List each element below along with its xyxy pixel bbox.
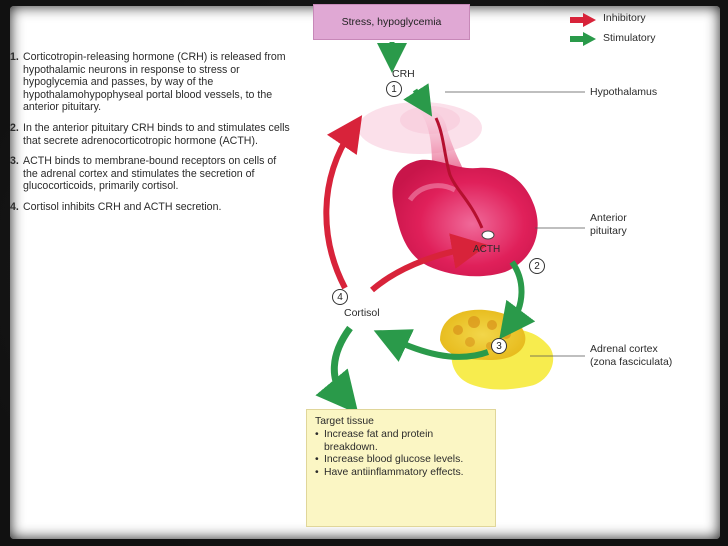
circled-number-1: 1 (386, 81, 402, 97)
circled-number-4: 4 (332, 289, 348, 305)
hypothalamus-label: Hypothalamus (590, 86, 658, 98)
crh-to-pituitary-arrow (403, 83, 433, 117)
target-item-text: Increase fat and protein breakdown. (324, 429, 434, 453)
stress-hypoglycemia-box: Stress, hypoglycemia (313, 4, 470, 40)
step-number: 1. (10, 51, 19, 63)
portal-vessel (434, 117, 484, 229)
step-text: In the anterior pituitary CRH binds to a… (23, 121, 290, 147)
adrenal-cortex-label: Adrenal cortex (zona fasciculata) (590, 343, 672, 368)
step-number: 3. (10, 155, 19, 168)
bullet: • (315, 466, 319, 478)
target-item: • Increase blood glucose levels. (315, 454, 487, 466)
steps-list: 1. Corticotropin-releasing hormone (CRH)… (10, 51, 292, 222)
stress-hypoglycemia-text: Stress, hypoglycemia (341, 16, 442, 28)
crh-label: CRH (392, 68, 415, 80)
target-tissue-box: Target tissue • Increase fat and protein… (306, 409, 496, 527)
acth-cell (481, 230, 495, 240)
anterior-pituitary-line-2: pituitary (590, 224, 627, 237)
legend-inhibitory-arrow (570, 13, 596, 27)
target-item-text: Have antiinflammatory effects. (324, 466, 464, 478)
step-2: 2. In the anterior pituitary CRH binds t… (10, 122, 292, 147)
step-text: Corticotropin-releasing hormone (CRH) is… (23, 51, 286, 114)
adrenal-cortex-line-2: (zona fasciculata) (590, 355, 673, 368)
target-item: • Increase fat and protein breakdown. (315, 429, 487, 454)
target-item-text: Increase blood glucose levels. (324, 454, 464, 466)
target-item: • Have antiinflammatory effects. (315, 467, 487, 479)
acth-to-adrenal-arrow (499, 260, 536, 340)
bullet: • (315, 429, 319, 441)
step-number: 4. (10, 200, 19, 213)
hypothalamus-shape (358, 102, 482, 154)
legend-stimulatory-arrow (570, 32, 596, 46)
anterior-pituitary-line-1: Anterior (590, 212, 627, 224)
step-number: 2. (10, 121, 19, 134)
adrenal-cortex-line-1: Adrenal cortex (590, 343, 658, 355)
step-text: Cortisol inhibits CRH and ACTH secretion… (23, 200, 222, 213)
circled-number-3: 3 (491, 338, 507, 354)
cortisol-inhibits-crh-arrow (323, 115, 363, 290)
cortisol-inhibits-acth-arrow (370, 233, 488, 293)
cortisol-to-target-arrow (315, 325, 359, 415)
anterior-pituitary-label: Anterior pituitary (590, 212, 627, 237)
step-4: 4. Cortisol inhibits CRH and ACTH secret… (10, 201, 292, 214)
adrenal-to-cortisol-arrow (373, 329, 490, 362)
acth-label: ACTH (473, 244, 501, 255)
bullet: • (315, 454, 319, 466)
cortisol-label: Cortisol (344, 307, 380, 319)
circled-number-2: 2 (529, 258, 545, 274)
step-3: 3. ACTH binds to membrane-bound receptor… (10, 155, 292, 193)
anterior-pituitary-shape (392, 159, 538, 277)
step-1: 1. Corticotropin-releasing hormone (CRH)… (10, 51, 292, 114)
legend-stimulatory-label: Stimulatory (603, 32, 656, 44)
legend-inhibitory-label: Inhibitory (603, 12, 646, 24)
step-text: ACTH binds to membrane-bound receptors o… (23, 155, 277, 193)
target-tissue-title: Target tissue (315, 416, 374, 427)
